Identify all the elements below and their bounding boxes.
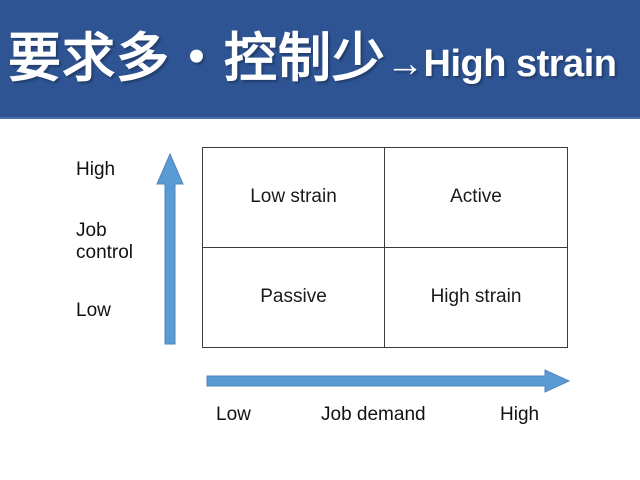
matrix-cell-label: High strain [430,286,522,308]
x-axis-label-low: Low [216,404,251,425]
page-title-cjk: 要求多・控制少 [8,28,386,89]
page-title: 要求多・控制少→High strain [8,28,617,89]
title-banner: 要求多・控制少→High strain [0,0,640,119]
job-strain-matrix: Low strain Active Passive High strain [202,147,568,348]
x-axis-title: Job demand [321,404,426,425]
matrix-cell-low-strain[interactable]: Low strain [203,148,385,248]
y-axis-title-line1: Job [76,220,107,241]
matrix-cell-passive[interactable]: Passive [203,247,385,347]
y-axis-label-high: High [76,159,116,180]
matrix-cell-label: Low strain [250,186,337,208]
matrix-cell-label: Passive [260,286,327,308]
matrix-cell-label: Active [450,186,502,208]
matrix-cell-active[interactable]: Active [385,148,567,248]
matrix-cell-high-strain[interactable]: High strain [385,248,567,348]
page-title-latin: →High strain [386,43,617,85]
x-axis-arrow-right-icon [206,369,571,393]
x-axis-label-high: High [500,404,540,425]
y-axis-arrow-up-icon [156,152,184,345]
y-axis-title-line2: control [76,242,134,264]
y-axis-label-low: Low [76,300,111,321]
